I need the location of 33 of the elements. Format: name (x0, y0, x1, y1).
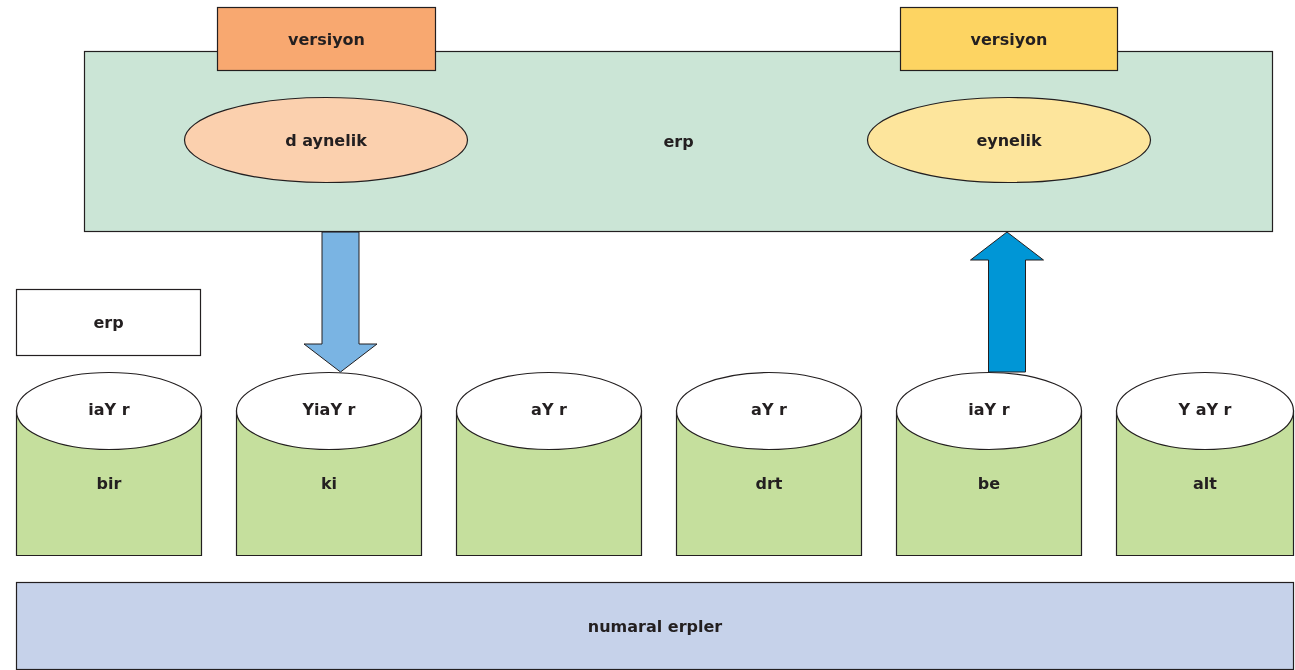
cylinder-top-label: YiaY r (301, 400, 357, 419)
cylinder-top-label: Y aY r (1177, 400, 1233, 419)
cylinder-label: alt (1192, 474, 1218, 493)
database-cylinder (236, 372, 422, 556)
database-cylinder (1116, 372, 1294, 556)
cylinder-top-label: iaY r (87, 400, 131, 419)
cylinder-top-label: aY r (530, 400, 568, 419)
node-label: numaral erpler (587, 616, 723, 636)
tab-box (900, 7, 1118, 71)
process-box (16, 289, 201, 356)
node-label: erp (663, 132, 694, 151)
database-cylinder (456, 372, 642, 556)
node-label: d aynelik (285, 130, 367, 150)
node-label: eynelik (976, 130, 1042, 150)
database-cylinder (16, 372, 202, 556)
block-arrow (303, 231, 378, 373)
cylinder-label: drt (754, 474, 784, 493)
cylinder-top-label: iaY r (967, 400, 1011, 419)
cylinder-label: ki (319, 474, 339, 493)
node-label: versiyon (288, 29, 365, 49)
cylinder-label: bir (95, 474, 123, 493)
ellipse-node (184, 97, 468, 183)
cylinder-label: be (976, 474, 1002, 493)
node-label: erp (93, 313, 124, 332)
block-arrow (970, 231, 1044, 373)
database-cylinder (896, 372, 1082, 556)
cylinder-top-label: aY r (750, 400, 788, 419)
process-box (84, 51, 1273, 232)
ellipse-node (867, 97, 1151, 183)
database-cylinder (676, 372, 862, 556)
node-label: versiyon (970, 29, 1048, 49)
tab-box (217, 7, 436, 71)
band (16, 582, 1294, 670)
